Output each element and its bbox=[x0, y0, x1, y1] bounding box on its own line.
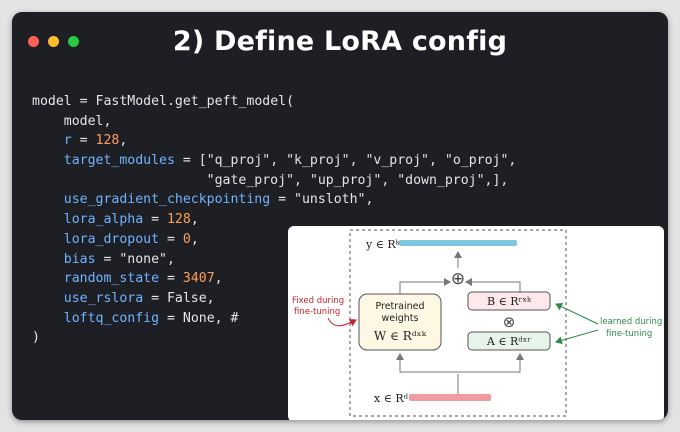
code-token: = bbox=[71, 133, 96, 149]
code-token: bias bbox=[32, 251, 96, 267]
code-token: 128 bbox=[166, 212, 191, 228]
pretrained-title-1: Pretrained bbox=[375, 301, 424, 312]
code-window: 2) Define LoRA config model = FastModel.… bbox=[12, 12, 668, 420]
code-line-5: "gate_proj", "up_proj", "down_proj",], bbox=[32, 171, 516, 191]
code-token: "unsloth", bbox=[294, 192, 374, 208]
fixed-note-line-1: Fixed during bbox=[292, 296, 344, 306]
code-token: model bbox=[32, 94, 72, 109]
code-line-7: lora_alpha = 128, bbox=[32, 210, 516, 230]
fixed-note-arrow bbox=[327, 317, 357, 327]
code-line-10: random_state = 3407, bbox=[32, 269, 516, 289]
code-token: 128 bbox=[95, 133, 120, 149]
code-line-2: model, bbox=[32, 113, 112, 129]
fixed-note-line-2: fine-tuning bbox=[294, 307, 340, 317]
code-token: 0 bbox=[182, 231, 191, 247]
code-token: , bbox=[190, 231, 199, 247]
code-line-8: lora_dropout = 0, bbox=[32, 230, 516, 250]
lora-to-sum-arrow bbox=[465, 278, 521, 294]
code-token: = bbox=[143, 212, 167, 228]
learned-note-line-2: fine-tuning bbox=[606, 329, 652, 339]
code-token: random_state bbox=[32, 271, 160, 287]
learned-note-arrow-a bbox=[555, 329, 599, 345]
code-token: , bbox=[119, 133, 128, 149]
code-token: ["q_proj", "k_proj", "v_proj", "o_proj", bbox=[198, 153, 517, 169]
code-token: = bbox=[95, 251, 120, 267]
code-token: = bbox=[71, 94, 96, 109]
a-matrix-label: A ∈ Rᵈˣʳ bbox=[486, 335, 531, 348]
code-token: False, bbox=[166, 290, 215, 306]
code-token: = bbox=[159, 231, 183, 247]
close-window-icon[interactable] bbox=[28, 36, 39, 47]
learned-note-line-1: learned during bbox=[600, 317, 662, 327]
code-token: use_rslora bbox=[32, 290, 144, 306]
code-token: , bbox=[214, 271, 223, 287]
code-line-1: model = FastModel.get_peft_model( bbox=[32, 92, 516, 112]
code-line-11: use_rslora = False, bbox=[32, 289, 516, 309]
code-token: r bbox=[32, 133, 72, 149]
code-token: None, # bbox=[182, 310, 239, 326]
b-matrix-box bbox=[467, 291, 551, 311]
code-line-6: use_gradient_checkpointing = "unsloth", bbox=[32, 190, 516, 210]
code-token: FastModel.get_peft_model( bbox=[95, 94, 295, 109]
pretrained-to-sum-arrow bbox=[399, 278, 451, 294]
code-token: "gate_proj", "up_proj", "down_proj",], bbox=[32, 172, 509, 188]
zoom-window-icon[interactable] bbox=[68, 36, 79, 47]
pretrained-title-2: weights bbox=[382, 313, 419, 324]
code-token: lora_alpha bbox=[32, 212, 144, 228]
traffic-lights bbox=[28, 36, 79, 47]
a-matrix-box bbox=[467, 331, 551, 351]
code-token: = bbox=[159, 271, 183, 287]
output-label: y ∈ Rᵏ bbox=[365, 238, 401, 251]
code-block: model = FastModel.get_peft_model( model,… bbox=[32, 92, 516, 348]
minimize-window-icon[interactable] bbox=[48, 36, 59, 47]
pretrained-formula: W ∈ Rᵈˣᵏ bbox=[374, 329, 427, 343]
code-token: = bbox=[143, 290, 167, 306]
code-line-4: target_modules = ["q_proj", "k_proj", "v… bbox=[32, 151, 517, 171]
plus-icon: ⊕ bbox=[451, 269, 465, 289]
code-token: , bbox=[190, 212, 199, 228]
code-line-3: r = 128, bbox=[32, 131, 516, 151]
code-token: target_modules bbox=[32, 153, 175, 169]
code-line-13: ) bbox=[32, 330, 40, 346]
code-token: 3407 bbox=[182, 271, 215, 287]
code-token: = bbox=[159, 310, 183, 326]
learned-note-arrow-b bbox=[555, 302, 599, 325]
code-token: use_gradient_checkpointing bbox=[32, 192, 271, 208]
code-token: = bbox=[174, 153, 199, 169]
input-split-line bbox=[399, 358, 521, 373]
b-matrix-label: B ∈ Rʳˣᵏ bbox=[487, 295, 532, 308]
input-vector-bar bbox=[409, 394, 491, 401]
pretrained-weights-box bbox=[358, 293, 442, 351]
code-token: "none", bbox=[119, 251, 175, 267]
input-label: x ∈ Rᵈ bbox=[374, 392, 409, 405]
output-vector-bar bbox=[399, 240, 517, 246]
code-line-12: loftq_config = None, # bbox=[32, 309, 516, 329]
times-icon: ⊗ bbox=[503, 313, 516, 331]
code-line-9: bias = "none", bbox=[32, 250, 516, 270]
page-title: 2) Define LoRA config bbox=[172, 26, 508, 57]
code-token: = bbox=[270, 192, 295, 208]
lora-diagram-svg: y ∈ Rᵏ ⊕ Pretrained weights W ∈ Rᵈˣᵏ B ∈… bbox=[292, 229, 662, 417]
code-token: lora_dropout bbox=[32, 231, 160, 247]
code-token: loftq_config bbox=[32, 310, 160, 326]
lora-diagram: y ∈ Rᵏ ⊕ Pretrained weights W ∈ Rᵈˣᵏ B ∈… bbox=[288, 226, 664, 420]
